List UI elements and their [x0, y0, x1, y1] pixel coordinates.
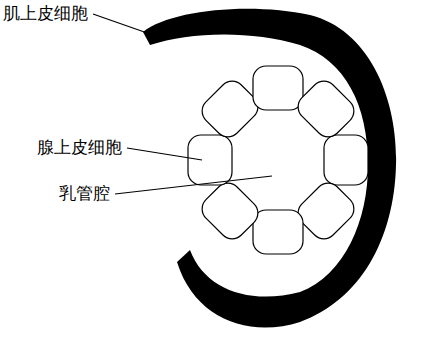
myoepithelial-layer — [143, 9, 396, 328]
epithelial-cell — [324, 135, 368, 185]
epithelial-cell — [253, 210, 303, 254]
part-label: 肌上皮细胞 — [2, 4, 89, 24]
epithelial-cell — [188, 135, 232, 185]
epithelial-cell — [293, 76, 359, 142]
epithelial-cell — [197, 178, 263, 244]
epithelial-ring — [188, 66, 368, 254]
leader-line — [93, 14, 150, 34]
part-label: 乳管腔 — [58, 184, 111, 204]
leader-line — [127, 148, 202, 160]
leader-line — [115, 176, 272, 194]
part-label: 腺上皮细胞 — [36, 138, 123, 158]
epithelial-cell — [253, 66, 303, 110]
